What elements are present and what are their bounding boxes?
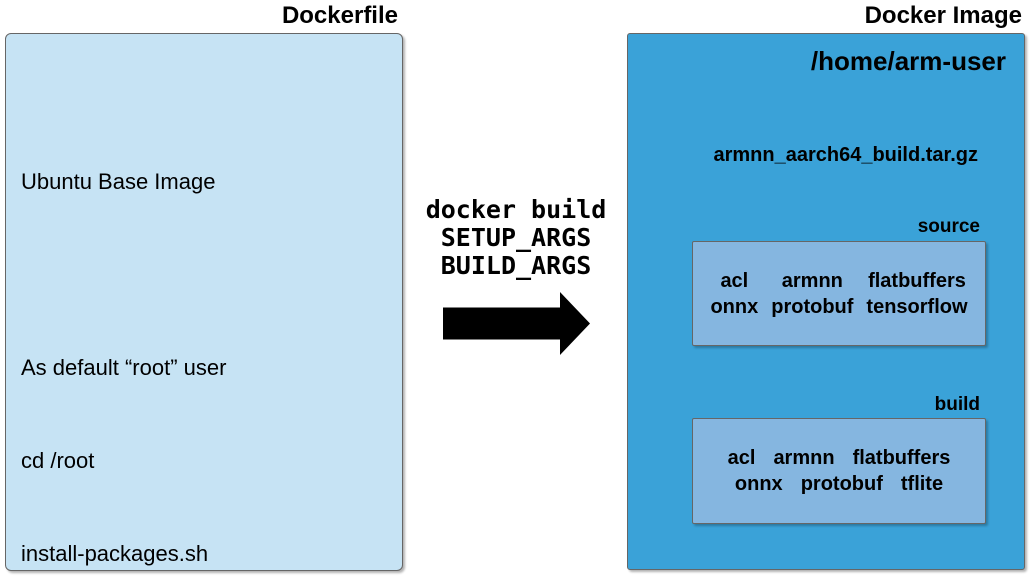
docker-image-title: Docker Image: [864, 2, 1022, 29]
dockerfile-step-base-image: Ubuntu Base Image: [21, 169, 216, 194]
package-name: acl: [727, 447, 756, 469]
build-folder-box: acl armnn flatbuffers onnx protobuf tfli…: [692, 418, 986, 524]
package-name: protobuf: [800, 473, 883, 495]
package-name: onnx: [710, 295, 759, 318]
dockerfile-step-root-user: As default “root” user: [21, 355, 227, 380]
package-name: armnn: [781, 269, 843, 292]
docker-build-command: docker build SETUP_ARGS BUILD_ARGS: [405, 196, 627, 280]
docker-image-box: /home/arm-user armnn_aarch64_build.tar.g…: [627, 33, 1025, 570]
dockerfile-title: Dockerfile: [281, 2, 398, 29]
package-name: tflite: [900, 473, 944, 495]
dockerfile-step-cd-root: cd /root: [21, 448, 95, 473]
command-line-setup-args: SETUP_ARGS: [440, 223, 592, 252]
right-arrow-icon: [443, 292, 590, 355]
dockerfile-steps: Ubuntu Base Image As default “root” user…: [21, 104, 396, 579]
source-folder-box: acl armnn flatbuffers onnx protobuf tens…: [692, 241, 986, 346]
package-name: onnx: [734, 473, 783, 495]
tarball-file-label: armnn_aarch64_build.tar.gz: [713, 144, 978, 166]
package-name: armnn: [773, 447, 835, 469]
dockerfile-step-install-packages: install-packages.sh: [21, 541, 209, 566]
package-name: flatbuffers: [868, 269, 966, 292]
build-packages-row: onnx protobuf tflite: [735, 471, 943, 497]
source-packages: acl armnn flatbuffers onnx protobuf tens…: [693, 242, 985, 345]
source-folder-label: source: [917, 216, 980, 237]
command-line-docker-build: docker build: [425, 195, 607, 224]
package-name: flatbuffers: [852, 447, 951, 469]
dockerfile-box: Ubuntu Base Image As default “root” user…: [5, 33, 403, 571]
build-folder-label: build: [934, 394, 980, 415]
package-name: protobuf: [771, 295, 854, 318]
package-name: acl: [720, 269, 749, 292]
package-name: tensorflow: [866, 295, 968, 318]
build-packages: acl armnn flatbuffers onnx protobuf tfli…: [693, 419, 985, 523]
command-line-build-args: BUILD_ARGS: [440, 251, 592, 280]
home-dir-label: /home/arm-user: [810, 46, 1006, 76]
spacer-line: [21, 259, 396, 290]
build-packages-row: acl armnn flatbuffers: [728, 445, 951, 471]
